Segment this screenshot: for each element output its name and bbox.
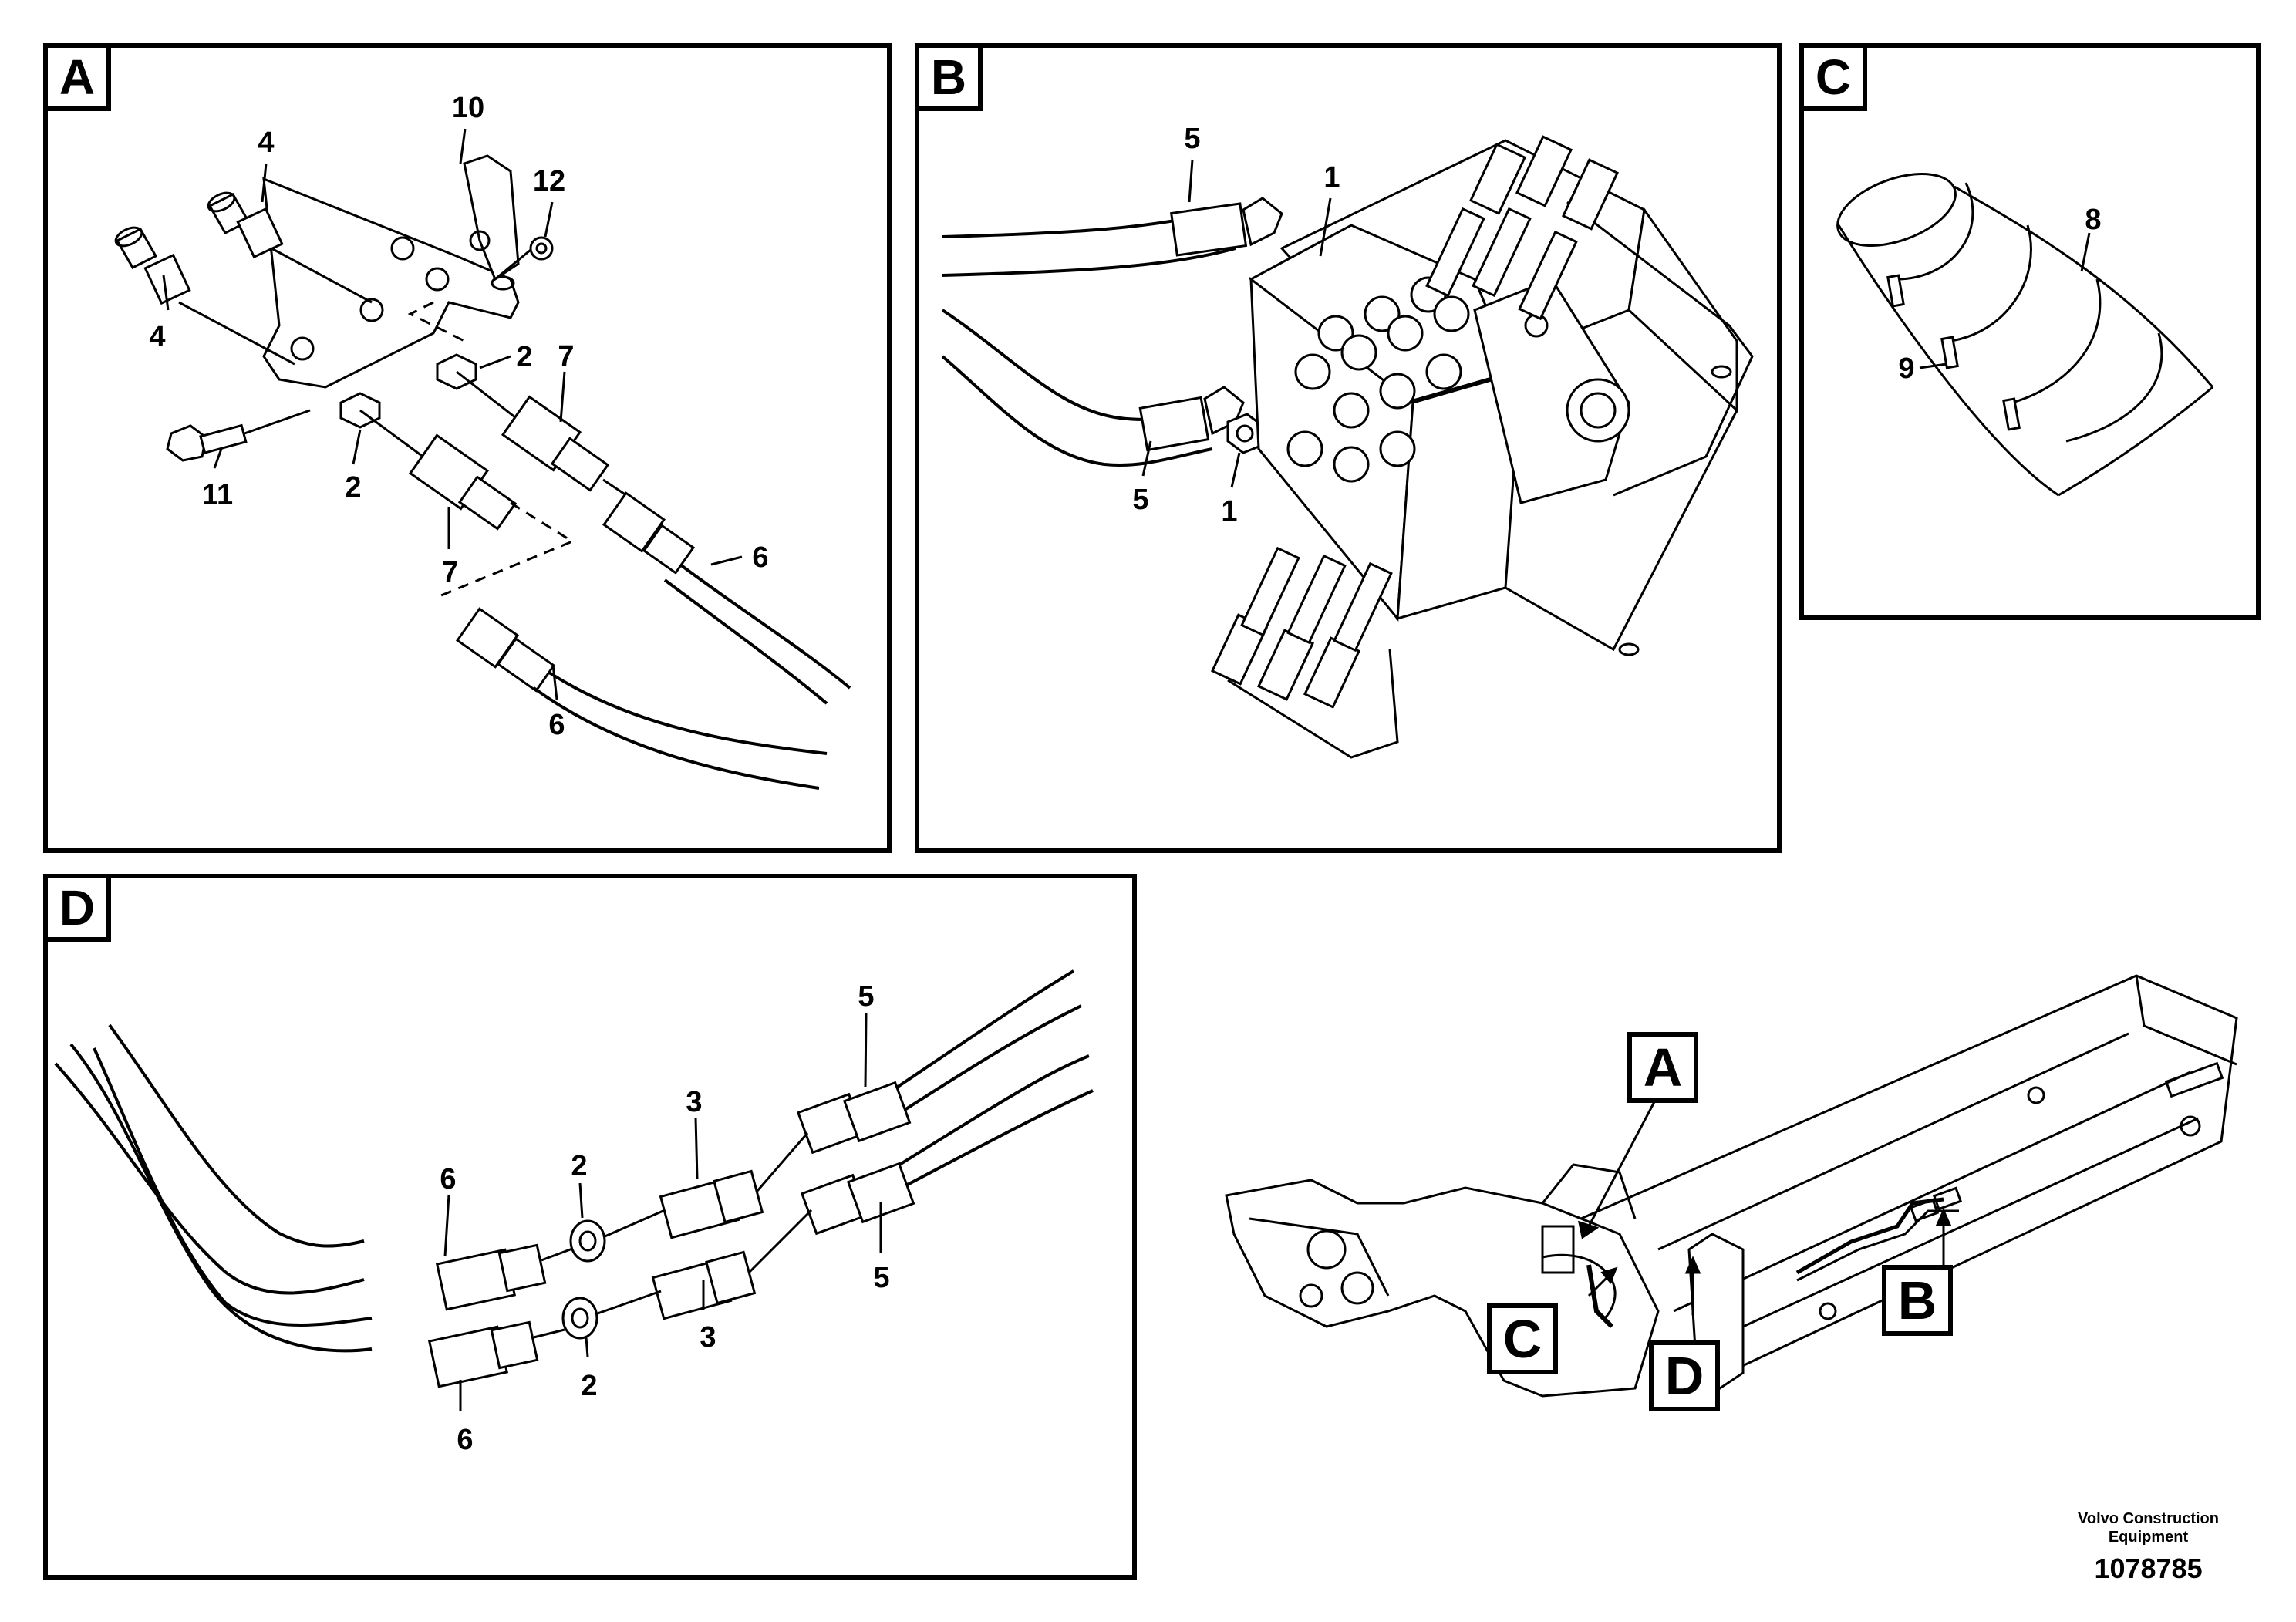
label-5-upper: 5 — [1184, 123, 1200, 155]
footer: Volvo Construction Equipment 1078785 — [2078, 1509, 2219, 1585]
hose-5-upper — [879, 969, 1075, 1100]
hose-lower — [548, 671, 828, 755]
panel-a-drawing: 10 4 4 12 2 2 7 7 11 6 6 — [114, 92, 851, 790]
label-6-lower: 6 — [548, 709, 565, 741]
callout-a: A — [1627, 1032, 1698, 1103]
hose-6-upper-outer — [54, 1062, 365, 1295]
callout-c: C — [1487, 1303, 1558, 1374]
panel-b: B — [915, 43, 1782, 853]
label-12: 12 — [533, 165, 565, 197]
panel-d: D — [43, 874, 1137, 1580]
label-1-lower: 1 — [1221, 495, 1237, 528]
callout-b-label: B — [1897, 1270, 1937, 1330]
brand-line-1: Volvo Construction — [2078, 1510, 2219, 1527]
label-4-lower: 4 — [149, 321, 165, 353]
panel-b-drawing: 5 1 5 1 — [941, 123, 1754, 759]
label-1-upper: 1 — [1323, 161, 1340, 194]
valve-ports — [1286, 276, 1470, 483]
solenoids-top — [1425, 135, 1620, 321]
label-11: 11 — [202, 479, 233, 511]
label-10: 10 — [452, 92, 484, 124]
machine-frame — [1225, 974, 2238, 1398]
panel-b-tag: B — [919, 48, 983, 111]
panel-c-tag: C — [1804, 48, 1867, 111]
callout-d-label: D — [1664, 1346, 1704, 1406]
label-5-lower: 5 — [1132, 484, 1148, 516]
elbow-fitting-upper — [207, 191, 284, 259]
label-4-upper: 4 — [258, 126, 274, 159]
panel-a-tag: A — [48, 48, 111, 111]
panel-a: A — [43, 43, 892, 853]
label-9: 9 — [1898, 352, 1914, 385]
hose-fitting-lower — [455, 607, 556, 693]
adapter-upper — [501, 395, 610, 492]
label-2-lower: 2 — [345, 471, 361, 504]
hose-fitting-upper — [602, 491, 696, 575]
label-2-upper: 2 — [571, 1150, 587, 1182]
callout-d: D — [1649, 1340, 1720, 1411]
elbow-fitting-lower — [114, 226, 191, 305]
solenoids-bottom — [1210, 546, 1399, 759]
label-7-upper: 7 — [558, 340, 574, 373]
panel-d-drawing: 5 3 2 6 5 3 2 6 — [54, 969, 1094, 1456]
label-8: 8 — [2085, 204, 2101, 236]
callout-b: B — [1882, 1265, 1953, 1336]
label-5-upper: 5 — [858, 980, 874, 1013]
label-2-lower: 2 — [581, 1370, 597, 1402]
panel-c: C 8 9 — [1799, 43, 2261, 620]
cable-ties — [1886, 182, 2163, 443]
callout-a-label: A — [1643, 1037, 1683, 1098]
label-2-upper: 2 — [516, 341, 532, 373]
label-3-lower: 3 — [700, 1321, 716, 1354]
label-6-upper: 6 — [752, 541, 768, 574]
bolt — [166, 423, 248, 462]
label-6-lower: 6 — [457, 1424, 473, 1456]
label-6-upper: 6 — [440, 1163, 456, 1195]
hose-6-lower-outer — [69, 1043, 373, 1353]
adapter-lower — [408, 433, 518, 531]
callout-c-label: C — [1502, 1309, 1542, 1369]
label-3-upper: 3 — [686, 1086, 702, 1118]
hose-5-lower — [887, 1054, 1090, 1173]
label-7-lower: 7 — [442, 556, 458, 588]
hose-upper — [679, 563, 851, 690]
document-number: 1078785 — [2094, 1553, 2203, 1584]
panel-c-drawing: 8 9 — [1836, 173, 2214, 497]
brand-line-2: Equipment — [2108, 1529, 2189, 1546]
panel-d-tag: D — [48, 878, 111, 942]
protective-sleeve — [1836, 173, 2214, 497]
label-5-lower: 5 — [873, 1262, 889, 1294]
